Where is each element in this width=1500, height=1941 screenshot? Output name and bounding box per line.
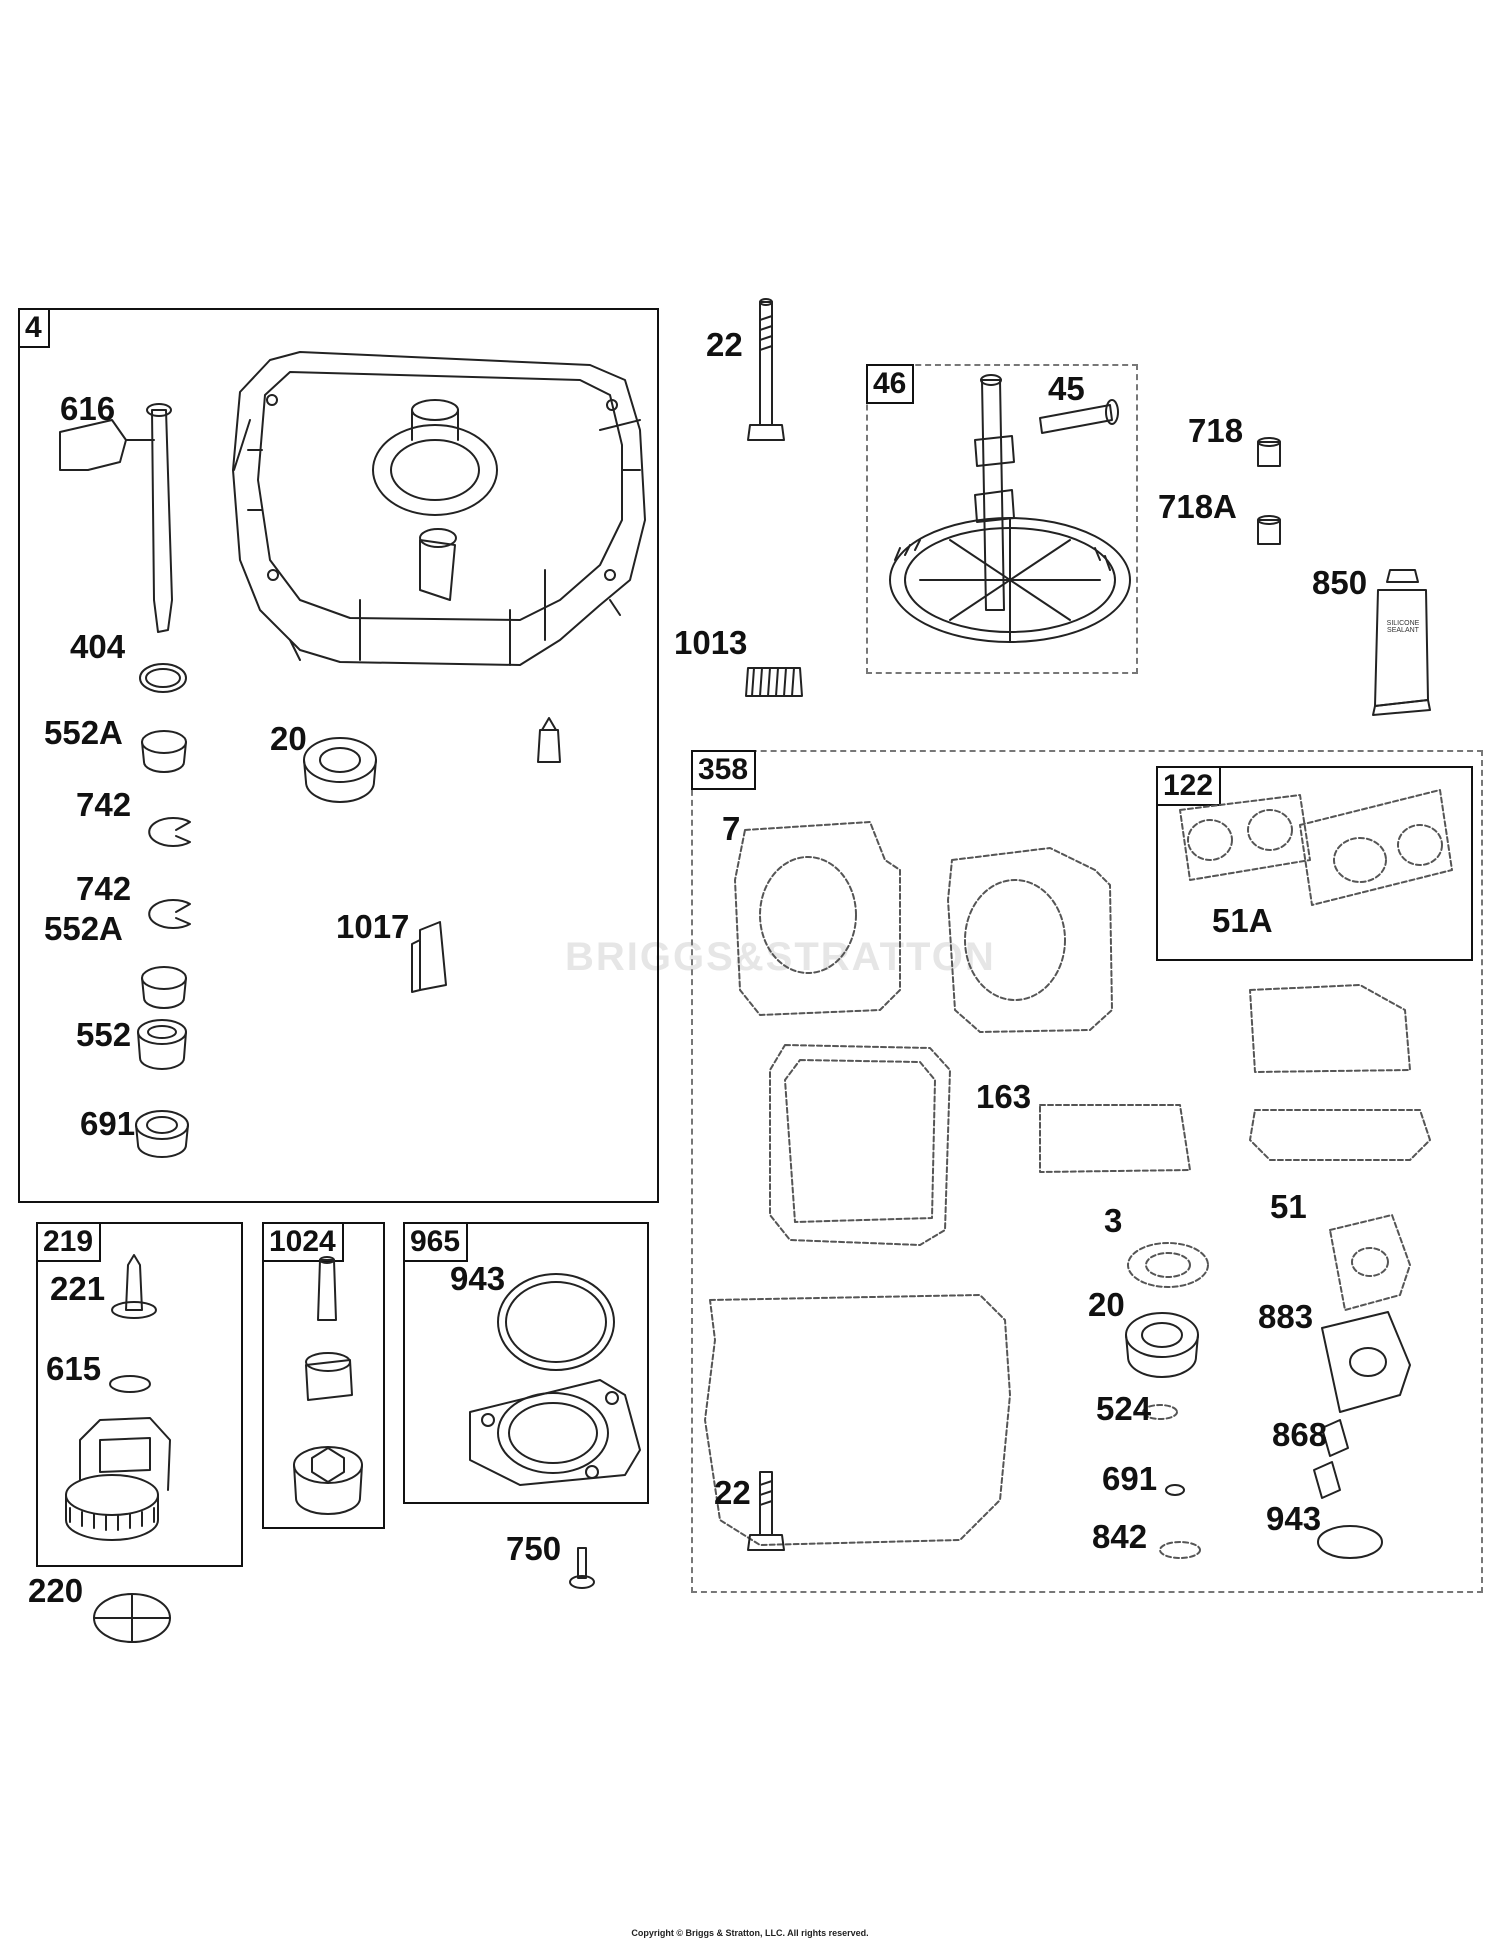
group-tag-358: 358 [691,750,757,790]
gasket-51-drawing [1329,1214,1411,1311]
bushing-552a-2-drawing [141,966,187,990]
governor-shaft-drawing [59,403,173,633]
group-tag-965: 965 [403,1222,469,1262]
sealant-tube-label: SILICONE SEALANT [1386,620,1420,634]
screw-750-drawing [569,1547,595,1589]
part-label-524: 524 [1096,1390,1152,1427]
gasket-883-drawing [1321,1311,1411,1413]
bolt-22-kit-drawing [747,1471,785,1551]
part-label-842: 842 [1092,1518,1148,1555]
camshaft-46-drawing [889,374,1131,643]
exhaust-gasket-drawing [1249,1109,1431,1161]
part-label-750: 750 [506,1530,562,1567]
cylinder-head-gasket-b-drawing [947,847,1113,1033]
seal-691-drawing [135,1110,189,1140]
valve-cover-gasket-drawing [769,1044,951,1246]
group-box-219: 219 [36,1222,243,1567]
seal-524-drawing [1142,1404,1178,1420]
group-tag-219: 219 [36,1222,102,1262]
part-label-1013: 1013 [674,624,748,661]
gasket-122-drawing [1179,794,1311,881]
part-label-718: 718 [1188,412,1244,449]
gasket-intake-drawing [1249,984,1411,1073]
group-tag-46: 46 [866,364,915,404]
part-1013-drawing [745,667,803,697]
oil-seal-20-kit-drawing [1125,1312,1199,1358]
gasket-163-drawing [1039,1104,1191,1173]
washer-404-drawing [139,663,187,693]
part-label-616: 616 [60,390,116,427]
group-box-4: 4 [18,308,659,1203]
part-label-615: 615 [46,1350,102,1387]
bushing-552-drawing [137,1019,187,1045]
part-label-552a-2: 552A [44,910,123,947]
watermark: BRIGGS&STRATTON [565,935,996,979]
seal-691-small-drawing [1165,1484,1185,1496]
sealant-tube-850-drawing [1372,569,1431,716]
part-label-20-sump: 20 [270,720,307,757]
group-tag-4: 4 [18,308,50,348]
part-label-20-kit: 20 [1088,1286,1125,1323]
part-label-552: 552 [76,1016,132,1053]
sump-gasket-drawing [704,1294,1011,1546]
governor-gear-219-drawing [65,1254,171,1541]
part-label-45: 45 [1048,370,1085,407]
part-label-1017: 1017 [336,908,410,945]
part-label-22-kit: 22 [714,1474,751,1511]
clip-742-b-drawing [148,899,191,929]
part-label-220: 220 [28,1572,84,1609]
bolt-22-top-drawing [747,298,785,441]
part-label-718a: 718A [1158,488,1237,525]
group-box-965: 965 [403,1222,649,1504]
clip-742-a-drawing [148,817,191,847]
part-label-163: 163 [976,1078,1032,1115]
o-ring-943-kit-drawing [1317,1525,1383,1559]
part-label-868: 868 [1272,1416,1328,1453]
part-label-943-kit: 943 [1266,1500,1322,1537]
part-label-691-2: 691 [1102,1460,1158,1497]
group-box-358: 358 [691,750,1483,1593]
copyright-notice: Copyright © Briggs & Stratton, LLC. All … [631,1928,869,1938]
part-label-404: 404 [70,628,126,665]
sump-housing-drawing [232,351,646,666]
part-label-691-1: 691 [80,1105,136,1142]
part-label-742-1: 742 [76,786,132,823]
drain-plug-drawing [537,717,561,763]
ring-842-drawing [1159,1541,1201,1559]
part-1017-drawing [411,921,447,993]
group-box-1024: 1024 [262,1222,385,1529]
part-label-221: 221 [50,1270,106,1307]
pin-45-drawing [1039,399,1119,434]
gasket-51a-drawing [1299,789,1453,906]
group-box-122: 122 [1156,766,1473,961]
part-label-7: 7 [722,810,741,847]
part-220-drawing [93,1593,171,1643]
part-label-51a: 51A [1212,902,1273,939]
part-label-742-2: 742 [76,870,132,907]
oil-pump-1024-drawing [293,1256,363,1515]
part-label-3: 3 [1104,1202,1123,1239]
part-label-943: 943 [450,1260,506,1297]
oil-pump-cover-965-drawing [469,1273,641,1486]
group-tag-1024: 1024 [262,1222,344,1262]
oil-seal-20-drawing [303,737,377,783]
part-label-883: 883 [1258,1298,1314,1335]
part-label-552a-1: 552A [44,714,123,751]
group-tag-122: 122 [1156,766,1222,806]
part-label-51: 51 [1270,1188,1307,1225]
part-label-22-top: 22 [706,326,743,363]
group-box-46: 46 [866,364,1138,674]
cylinder-head-gasket-7-drawing [734,821,901,1016]
bushing-552a-drawing [141,730,187,754]
part-868-drawing [1313,1419,1349,1499]
part-label-850: 850 [1312,564,1368,601]
part-718a-drawing [1257,519,1281,545]
seal-3-drawing [1127,1242,1209,1288]
part-718-drawing [1257,441,1281,467]
